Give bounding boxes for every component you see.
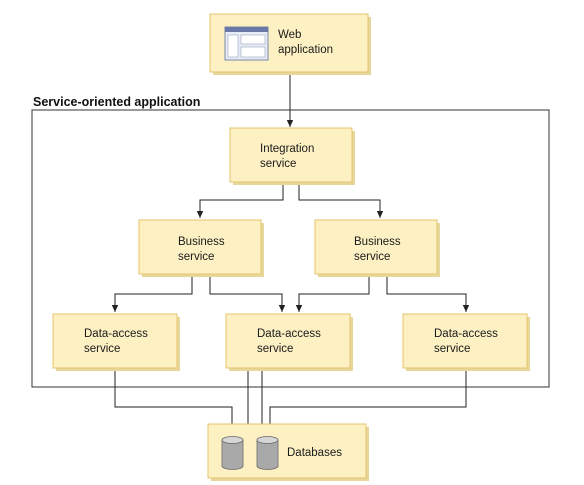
database-cylinder-icon <box>256 436 279 470</box>
business-service-left-box: Business service <box>138 219 264 277</box>
connector-integration-business-left <box>196 176 287 218</box>
browser-window-icon <box>224 26 269 61</box>
business-service-left-label-line2: service <box>178 251 214 263</box>
data-access-service-2-label-line2: service <box>257 343 293 355</box>
databases-label: Databases <box>287 447 342 459</box>
data-access-service-2-label-line1: Data-access <box>257 328 321 340</box>
data-access-service-2-box: Data-access service <box>225 313 353 371</box>
connector-data-access-3-databases <box>266 364 470 436</box>
connector-business-left-data-access-2 <box>206 270 286 312</box>
data-access-service-3-box: Data-access service <box>402 313 530 371</box>
connector-integration-business-right <box>295 176 384 218</box>
integration-service-label-line1: Integration <box>260 143 314 155</box>
data-access-service-1-label-line2: service <box>84 343 120 355</box>
web-application-label-line1: Web <box>278 29 301 41</box>
integration-service-label-line2: service <box>260 158 296 170</box>
web-application-label-line2: application <box>278 44 333 56</box>
container-title: Service-oriented application <box>33 95 200 109</box>
web-application-box: Web application <box>209 13 371 75</box>
connector-business-right-data-access-3 <box>383 270 470 312</box>
business-service-left-label-line1: Business <box>178 236 225 248</box>
databases-box: Databases <box>207 423 369 481</box>
database-cylinder-icon <box>221 436 244 470</box>
data-access-service-3-label-line2: service <box>434 343 470 355</box>
business-service-right-label-line2: service <box>354 251 390 263</box>
data-access-service-1-box: Data-access service <box>52 313 180 371</box>
data-access-service-1-label-line1: Data-access <box>84 328 148 340</box>
data-access-service-3-label-line1: Data-access <box>434 328 498 340</box>
integration-service-box: Integration service <box>229 127 355 185</box>
connector-business-left-data-access-1 <box>111 270 196 312</box>
connector-business-right-data-access-2 <box>295 270 373 312</box>
business-service-right-label-line1: Business <box>354 236 401 248</box>
connector-data-access-1-databases <box>111 364 236 436</box>
business-service-right-box: Business service <box>314 219 440 277</box>
